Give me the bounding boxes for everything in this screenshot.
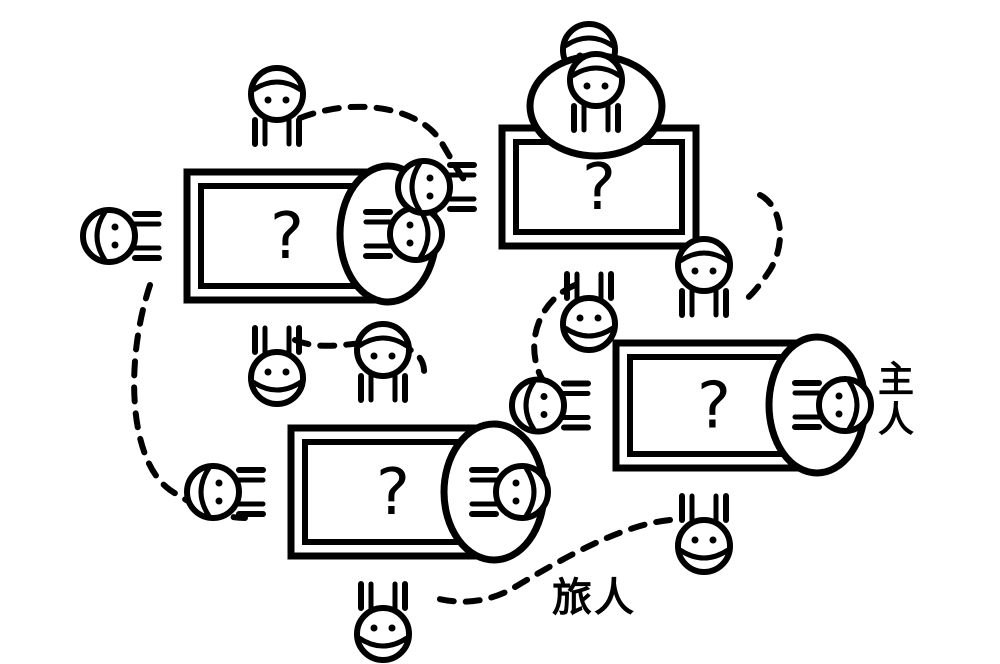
participant-icon bbox=[248, 65, 306, 147]
table-group: ? bbox=[395, 21, 700, 353]
participant-icon bbox=[509, 376, 591, 435]
participant-icon bbox=[354, 581, 412, 663]
participant-icon bbox=[675, 493, 733, 575]
traveler-label: 旅人 bbox=[552, 575, 636, 621]
participant-icon bbox=[354, 321, 412, 403]
traveler-path-segment bbox=[297, 103, 471, 188]
participant-icon bbox=[395, 158, 477, 216]
host-icon bbox=[792, 376, 874, 434]
question-mark-icon: ? bbox=[697, 370, 731, 444]
participant-icon bbox=[248, 325, 306, 407]
participant-icon bbox=[80, 207, 162, 265]
participant-icon bbox=[184, 463, 266, 521]
host-icon bbox=[469, 463, 551, 521]
host-icon bbox=[567, 51, 625, 133]
traveler-path-segment bbox=[432, 517, 673, 605]
question-mark-icon: ? bbox=[270, 200, 304, 274]
traveler-path-segment bbox=[742, 192, 784, 303]
table-group: ? bbox=[509, 236, 874, 575]
question-mark-icon: ? bbox=[376, 456, 410, 530]
table-group: ? bbox=[80, 65, 445, 407]
participant-icon bbox=[675, 236, 733, 318]
host-label: 主人 bbox=[872, 360, 913, 440]
participant-icon bbox=[560, 271, 618, 353]
question-mark-icon: ? bbox=[582, 151, 616, 225]
table-group: ? bbox=[184, 321, 551, 663]
